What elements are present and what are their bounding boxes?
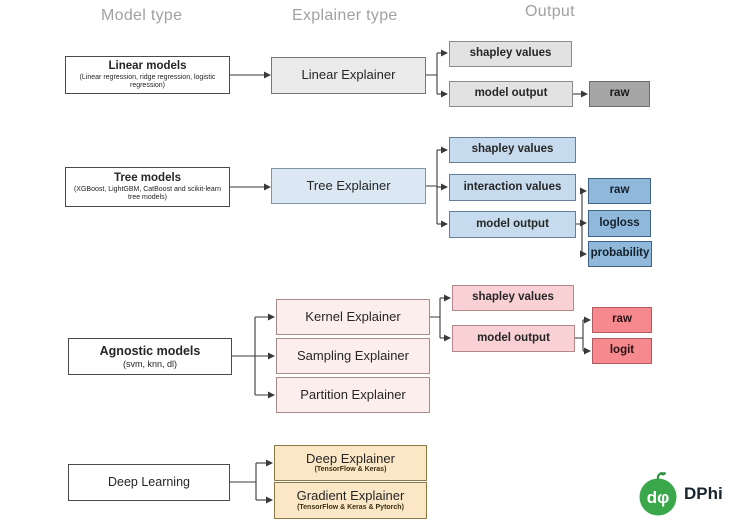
node-tree-explainer: Tree Explainer xyxy=(271,168,426,204)
node-tree-model-output: model output xyxy=(449,211,576,238)
node-subtitle: (TensorFlow & Keras) xyxy=(314,466,387,474)
column-header-output: Output xyxy=(525,3,575,20)
dphi-logo-icon: dφ xyxy=(639,472,677,516)
node-partition-explainer: Partition Explainer xyxy=(276,377,430,413)
node-agnostic-model-output: model output xyxy=(452,325,575,352)
node-agnostic-shapley-values: shapley values xyxy=(452,285,574,311)
node-tree-probability: probability xyxy=(588,241,652,267)
node-title: Tree models xyxy=(113,172,182,185)
node-agnostic-raw: raw xyxy=(592,307,652,333)
node-subtitle: (Linear regression, ridge regression, lo… xyxy=(79,73,216,89)
dphi-logo-text: DPhi xyxy=(684,484,723,503)
node-subtitle: (XGBoost, LightGBM, CatBoost and scikit-… xyxy=(73,185,222,201)
node-tree-raw: raw xyxy=(588,178,651,204)
node-tree-logloss: logloss xyxy=(588,210,651,237)
node-sampling-explainer: Sampling Explainer xyxy=(276,338,430,374)
node-linear-raw: raw xyxy=(589,81,650,107)
node-title: Linear models xyxy=(108,60,187,73)
node-subtitle: (svm, knn, dl) xyxy=(122,358,177,369)
node-gradient-explainer: Gradient Explainer (TensorFlow & Keras &… xyxy=(274,482,427,519)
node-agnostic-models: Agnostic models (svm, knn, dl) xyxy=(68,338,232,375)
node-linear-shapley-values: shapley values xyxy=(449,41,572,67)
node-title: Agnostic models xyxy=(99,344,201,359)
node-linear-models: Linear models (Linear regression, ridge … xyxy=(65,56,230,94)
node-kernel-explainer: Kernel Explainer xyxy=(276,299,430,335)
node-title: Gradient Explainer xyxy=(296,488,405,503)
node-subtitle: (TensorFlow & Keras & Pytorch) xyxy=(297,503,404,511)
node-deep-explainer: Deep Explainer (TensorFlow & Keras) xyxy=(274,445,427,481)
node-deep-learning: Deep Learning xyxy=(68,464,230,501)
node-agnostic-logit: logit xyxy=(592,338,652,364)
node-title: Deep Explainer xyxy=(306,450,395,466)
node-tree-shapley-values: shapley values xyxy=(449,137,576,163)
column-header-model-type: Model type xyxy=(101,7,183,24)
node-linear-explainer: Linear Explainer xyxy=(271,57,426,94)
node-title: Deep Learning xyxy=(107,475,190,490)
node-tree-interaction-values: interaction values xyxy=(449,174,576,201)
dphi-logo-monogram: dφ xyxy=(647,488,670,507)
node-linear-model-output: model output xyxy=(449,81,573,107)
dphi-logo: dφ DPhi xyxy=(638,472,723,516)
node-tree-models: Tree models (XGBoost, LightGBM, CatBoost… xyxy=(65,167,230,207)
column-header-explainer-type: Explainer type xyxy=(292,7,398,24)
